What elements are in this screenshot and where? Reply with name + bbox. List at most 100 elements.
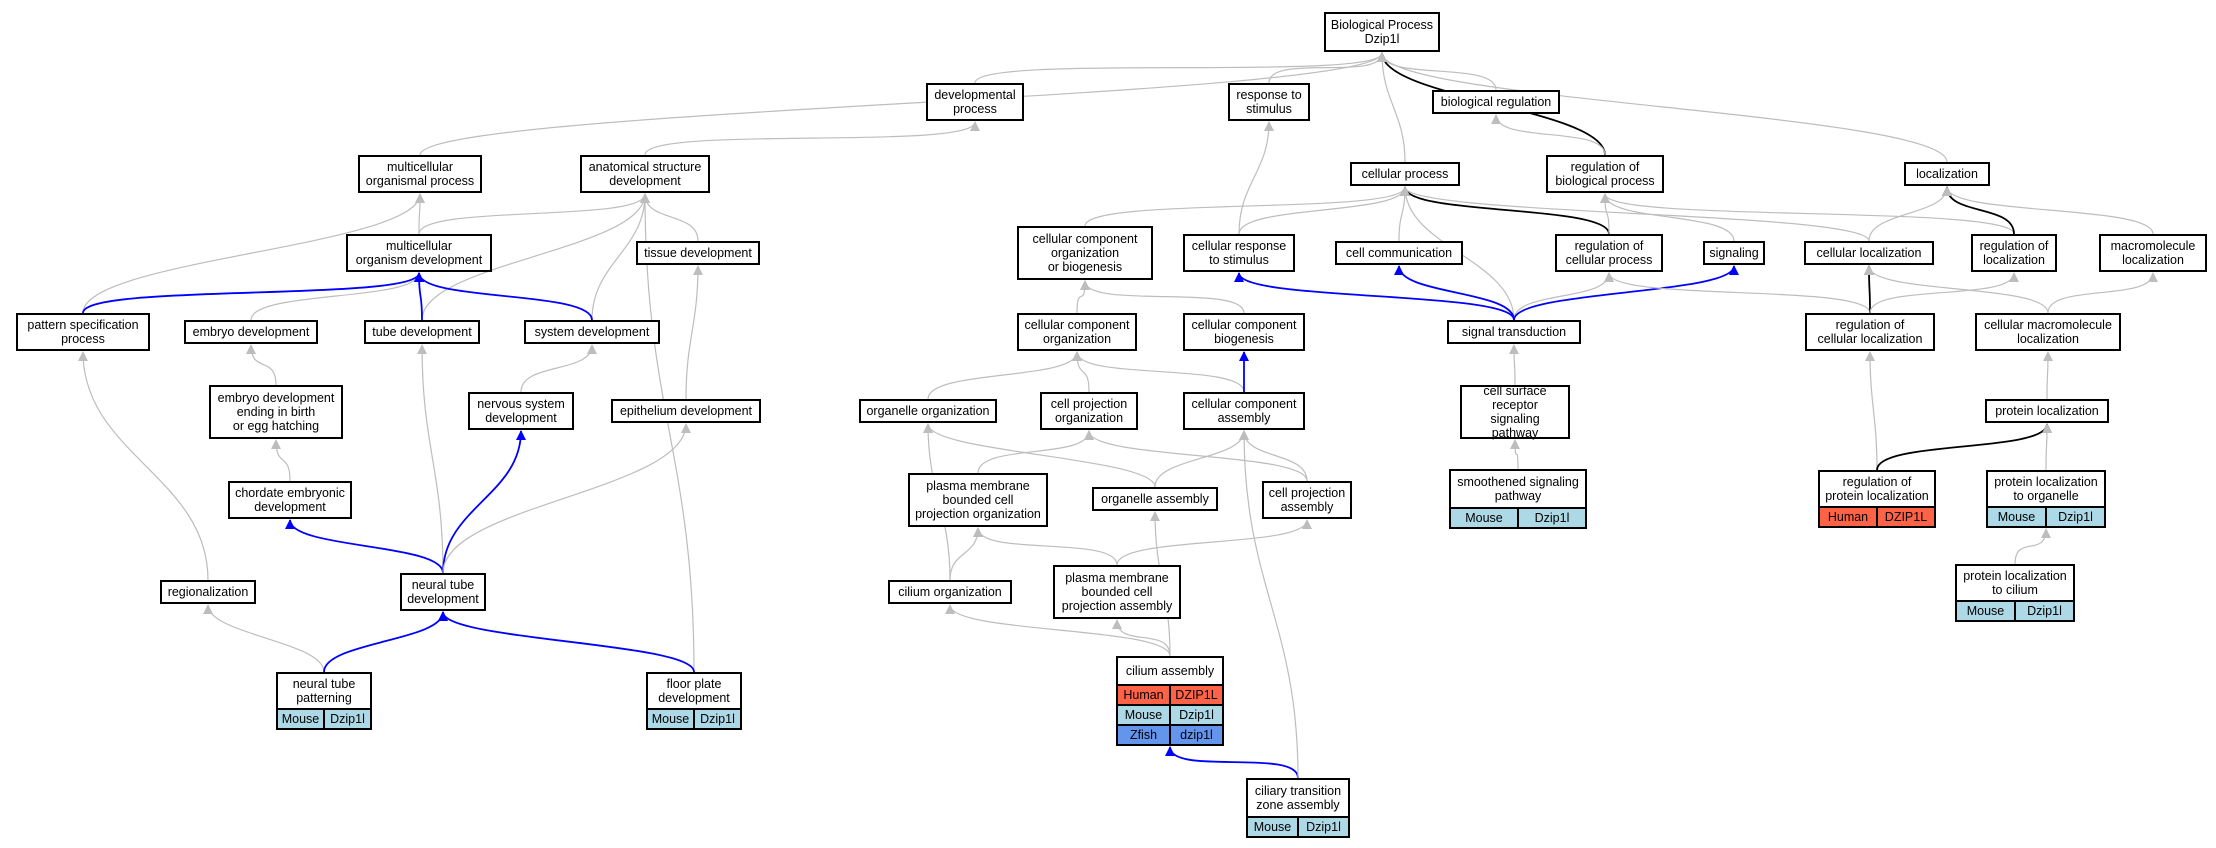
go-term-node-regcell[interactable]: regulation of cellular process [1555,234,1663,272]
go-term-node-pmbcpa[interactable]: plasma membrane bounded cell projection … [1053,565,1181,619]
go-term-label: protein localization [1995,404,2099,418]
gene-label: DZIP1L [1876,508,1934,526]
go-term-node-regcellloc[interactable]: regulation of cellular localization [1805,313,1935,351]
edge-cellresp-to-resp [1238,121,1274,235]
go-term-node-ccob[interactable]: cellular component organization or bioge… [1017,226,1153,280]
go-term-label: embryo development [192,325,310,339]
go-term-node-regloc[interactable]: regulation of localization [1971,234,2057,272]
gene-label: Dzip1l [1517,509,1585,527]
go-term-label: organelle organization [866,404,990,418]
go-term-label: smoothened signaling pathway [1457,475,1579,503]
edge-smooth-to-csrsp [1510,439,1521,470]
edge-protorg-to-protloc [2041,423,2052,471]
go-term-node-anatdev[interactable]: anatomical structure development [580,155,710,193]
go-term-node-pmbcpo[interactable]: plasma membrane bounded cell projection … [908,473,1048,527]
go-term-node-ccbio[interactable]: cellular component biogenesis [1183,313,1305,351]
go-term-label: pattern specification process [27,318,139,346]
go-term-label: epithelium development [619,404,753,418]
edge-anatdev-to-devproc [644,121,980,156]
go-term-node-cpo[interactable]: cell projection organization [1040,392,1138,430]
go-term-node-multiproc[interactable]: multicellular organismal process [358,155,482,193]
go-term-label: cellular component organization or bioge… [1032,232,1138,274]
go-term-node-cpa[interactable]: cell projection assembly [1262,481,1352,519]
edge-regcell-to-cellproc [1400,186,1610,235]
go-term-label: multicellular organismal process [365,160,475,188]
go-term-label: developmental process [934,88,1016,116]
edge-regcellloc-to-regloc [1869,272,2019,314]
go-term-node-regional[interactable]: regionalization [160,580,256,604]
go-term-node-cca[interactable]: cellular component assembly [1183,392,1305,430]
go-term-node-ccorg[interactable]: cellular component organization [1017,313,1137,351]
species-label: Human [1827,510,1869,524]
go-term-node-tissuedev[interactable]: tissue development [636,241,760,265]
go-term-node-epidev[interactable]: epithelium development [611,399,761,423]
edge-ntdev-to-epidev [442,423,691,574]
go-term-node-csrsp[interactable]: cell surface receptor signaling pathway [1460,384,1570,440]
edge-floor-to-anatdev [640,193,695,673]
go-term-node-chordev[interactable]: chordate embryonic development [228,481,352,519]
go-term-label: response to stimulus [1236,88,1302,116]
go-term-node-multidev[interactable]: multicellular organism development [346,234,492,272]
go-term-label: plasma membrane bounded cell projection … [1061,571,1173,613]
go-term-node-embdev[interactable]: embryo development [184,320,318,344]
edge-cpo-to-ccorg [1072,351,1090,393]
edge-cellmacroloc-to-cellloc [1864,265,2049,314]
go-term-node-nervdev[interactable]: nervous system development [468,392,574,430]
go-term-node-orgorg[interactable]: organelle organization [859,399,997,423]
go-term-label: embryo development ending in birth or eg… [217,391,335,433]
go-term-label: neural tube development [407,578,479,606]
go-term-node-sysdev[interactable]: system development [524,320,660,344]
go-term-node-orgasm[interactable]: organelle assembly [1092,487,1218,511]
go-term-node-tubedev[interactable]: tube development [364,320,480,344]
go-term-node-signaling[interactable]: signaling [1703,241,1765,265]
go-term-node-bioreg[interactable]: biological regulation [1432,90,1560,114]
go-term-node-bp[interactable]: Biological Process Dzip1l [1324,12,1440,52]
go-term-label: cell communication [1345,246,1453,260]
edge-patspec-to-multidev [82,272,424,314]
go-term-label: cilium assembly [1125,664,1215,678]
edge-cellresp-to-cellproc [1238,186,1410,235]
go-term-node-cellmacroloc[interactable]: cellular macromolecule localization [1975,313,2121,351]
species-label: Mouse [1253,820,1292,834]
edge-regcellloc-to-regcell [1604,272,1871,314]
go-term-node-macroloc[interactable]: macromolecule localization [2099,234,2207,272]
go-term-label: cellular macromolecule localization [1984,318,2112,346]
go-term-node-sigtrans[interactable]: signal transduction [1447,320,1581,344]
edge-pmbcpo-to-cpo [977,430,1094,474]
go-term-node-protloc[interactable]: protein localization [1985,399,2109,423]
gene-label: Dzip1l [693,710,740,728]
go-term-node-patspec[interactable]: pattern specification process [16,313,150,351]
go-term-node-ntdev[interactable]: neural tube development [400,573,486,611]
go-term-node-localization[interactable]: localization [1904,162,1990,186]
go-term-label: multicellular organism development [355,239,483,267]
edge-cellmacroloc-to-macroloc [2047,272,2158,314]
edge-cellloc-to-localization [1868,186,1952,242]
edge-ntpat-to-regional [203,604,325,673]
go-term-node-resp[interactable]: response to stimulus [1228,83,1310,121]
go-term-label: protein localization to organelle [1994,475,2098,503]
go-term-label: regulation of cellular process [1565,239,1653,267]
go-term-node-embbirth[interactable]: embryo development ending in birth or eg… [209,385,343,439]
edge-devproc-to-bp [974,52,1387,84]
edge-cellproc-to-bp [1377,52,1406,163]
go-term-node-cilorg[interactable]: cilium organization [888,580,1012,604]
go-term-node-cellloc[interactable]: cellular localization [1804,241,1934,265]
go-term-node-devproc[interactable]: developmental process [926,83,1024,121]
go-term-node-cellcomm[interactable]: cell communication [1335,241,1463,265]
go-term-node-regbio[interactable]: regulation of biological process [1546,155,1664,193]
go-term-node-cellresp[interactable]: cellular response to stimulus [1183,234,1295,272]
go-term-node-cellproc[interactable]: cellular process [1350,162,1460,186]
edge-localization-to-bp [1377,52,1948,163]
go-term-label: anatomical structure development [588,160,702,188]
